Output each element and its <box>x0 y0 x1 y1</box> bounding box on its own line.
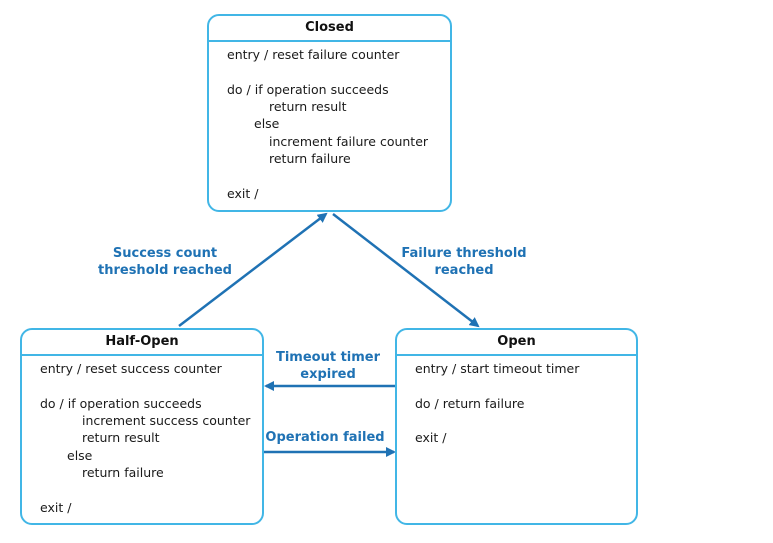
label-success-threshold-line1: Success count <box>112 246 218 261</box>
state-closed-title: Closed <box>209 16 450 42</box>
state-open-title: Open <box>397 330 636 356</box>
half-open-exit-line: exit / <box>40 500 72 515</box>
closed-else-line: else <box>254 116 280 131</box>
open-entry-line: entry / start timeout timer <box>415 361 580 376</box>
half-open-else-line: else <box>67 448 93 463</box>
state-half-open: Half-Open entry / reset success counter … <box>20 328 264 525</box>
label-failure-threshold: Failure threshold reached <box>394 245 534 279</box>
label-success-threshold-line2: threshold reached <box>98 263 232 278</box>
label-timeout-expired-line1: Timeout timer <box>275 350 381 365</box>
half-open-entry-line: entry / reset success counter <box>40 361 222 376</box>
label-failure-threshold-line1: Failure threshold <box>401 246 527 261</box>
label-failure-threshold-line2: reached <box>434 263 494 278</box>
label-success-threshold: Success count threshold reached <box>95 245 235 279</box>
label-operation-failed: Operation failed <box>265 430 385 445</box>
closed-entry-line: entry / reset failure counter <box>227 47 400 62</box>
label-timeout-expired: Timeout timer expired <box>268 349 388 383</box>
half-open-return-result-line: return result <box>82 430 160 445</box>
state-open: Open entry / start timeout timer do / re… <box>395 328 638 525</box>
open-exit-line: exit / <box>415 430 447 445</box>
closed-do-line: do / if operation succeeds <box>227 82 389 97</box>
closed-return-result-line: return result <box>269 99 347 114</box>
arrow-closed-to-open <box>332 213 480 328</box>
closed-exit-line: exit / <box>227 186 259 201</box>
state-closed: Closed entry / reset failure counter do … <box>207 14 452 212</box>
half-open-return-failure-line: return failure <box>82 465 164 480</box>
closed-return-failure-line: return failure <box>269 151 351 166</box>
half-open-increment-line: increment success counter <box>82 413 251 428</box>
arrow-half-open-to-closed <box>178 212 328 327</box>
label-timeout-expired-line2: expired <box>300 367 356 382</box>
open-do-line: do / return failure <box>415 396 525 411</box>
state-half-open-title: Half-Open <box>22 330 262 356</box>
closed-increment-line: increment failure counter <box>269 134 429 149</box>
half-open-do-line: do / if operation succeeds <box>40 396 202 411</box>
